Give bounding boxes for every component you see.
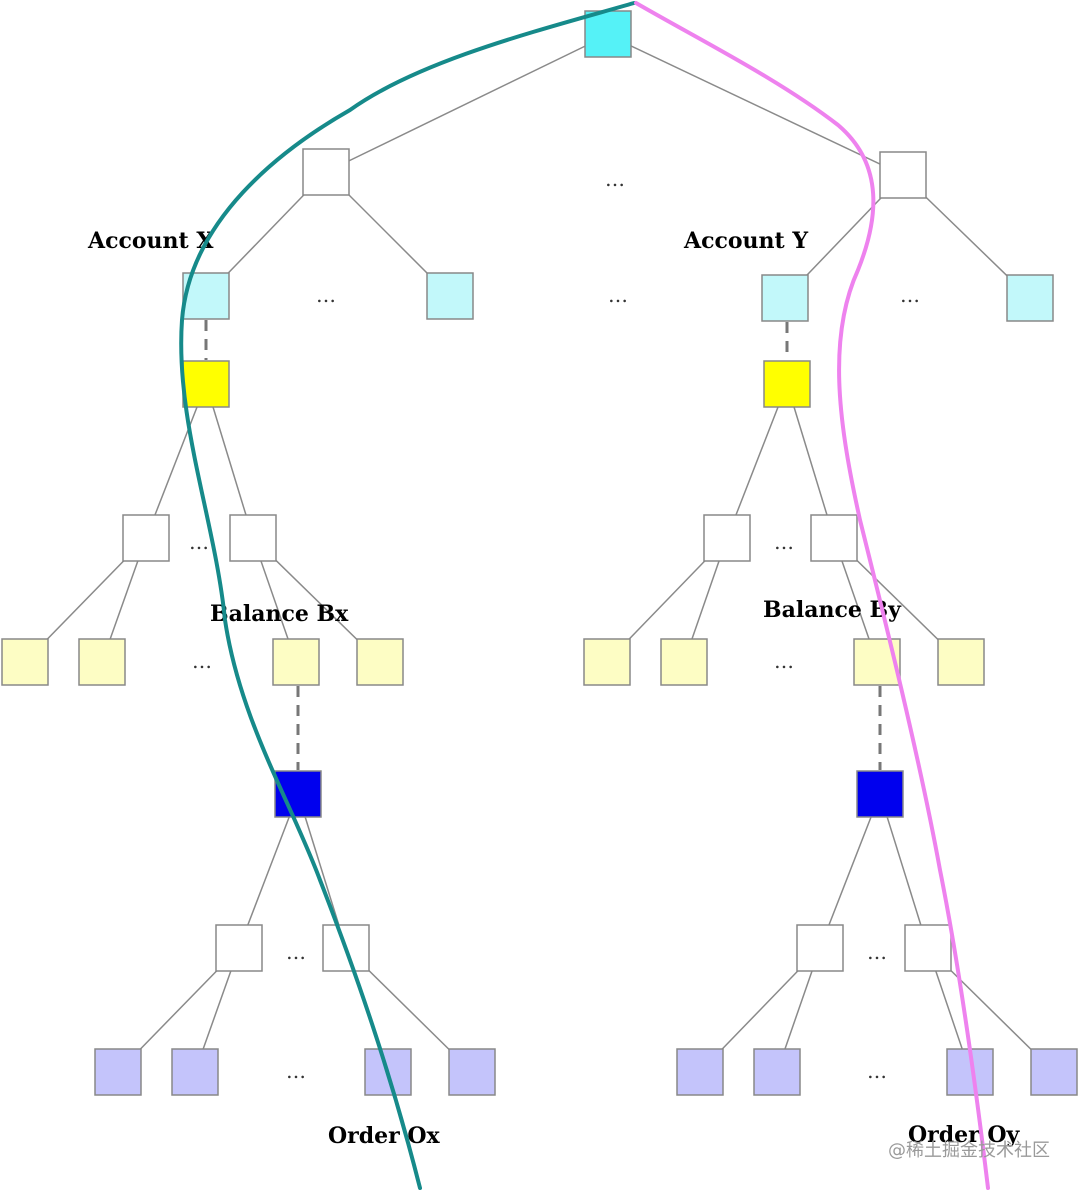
- account-y-label: Account Y: [683, 228, 808, 254]
- storage-branch-node: [122, 514, 170, 562]
- ellipsis: …: [867, 1059, 887, 1083]
- order-node: [676, 1048, 724, 1096]
- order-node: [94, 1048, 142, 1096]
- order-branch-node: [796, 924, 844, 972]
- account-node: [426, 272, 474, 320]
- ellipsis: …: [867, 940, 887, 964]
- account-node: [1006, 274, 1054, 322]
- branch-node-left: [302, 148, 350, 196]
- dashed-links: [204, 320, 882, 770]
- watermark: @稀土掘金技术社区: [888, 1140, 1050, 1161]
- storage-branch-node: [229, 514, 277, 562]
- balance-node: [660, 638, 708, 686]
- ellipsis: …: [774, 530, 794, 554]
- storage-branch-node: [703, 514, 751, 562]
- ellipsis: …: [189, 530, 209, 554]
- storage-branch-node: [810, 514, 858, 562]
- balance-node: [583, 638, 631, 686]
- ellipsis: …: [286, 940, 306, 964]
- order-node: [1030, 1048, 1078, 1096]
- ellipsis: …: [286, 1059, 306, 1083]
- account-x-label: Account X: [87, 228, 214, 254]
- ellipsis-markers: … … … … … … … … … … … …: [189, 167, 920, 1083]
- order-node: [753, 1048, 801, 1096]
- root-node: [584, 10, 632, 58]
- balance-node: [78, 638, 126, 686]
- balance-node: [937, 638, 985, 686]
- storage-root-y: [763, 360, 811, 408]
- ellipsis: …: [774, 649, 794, 673]
- ellipsis: …: [608, 283, 628, 307]
- order-branch-node: [215, 924, 263, 972]
- ellipsis: …: [192, 649, 212, 673]
- balance-bx-label: Balance Bx: [210, 601, 349, 627]
- account-y-node: [761, 274, 809, 322]
- balance-node: [1, 638, 49, 686]
- order-node: [448, 1048, 496, 1096]
- branch-node-right: [879, 151, 927, 199]
- balance-node: [356, 638, 404, 686]
- ellipsis: …: [316, 283, 336, 307]
- proof-path-y: [634, 1, 990, 1190]
- ellipsis: …: [900, 283, 920, 307]
- order-oy-label: Order Oy: [908, 1122, 1021, 1148]
- proof-path-x: [179, 1, 636, 1190]
- order-root-y: [856, 770, 904, 818]
- order-node: [171, 1048, 219, 1096]
- ellipsis: …: [605, 167, 625, 191]
- order-branch-node: [904, 924, 952, 972]
- balance-bx-node: [272, 638, 320, 686]
- order-ox-label: Order Ox: [328, 1123, 441, 1149]
- storage-root-x: [182, 360, 230, 408]
